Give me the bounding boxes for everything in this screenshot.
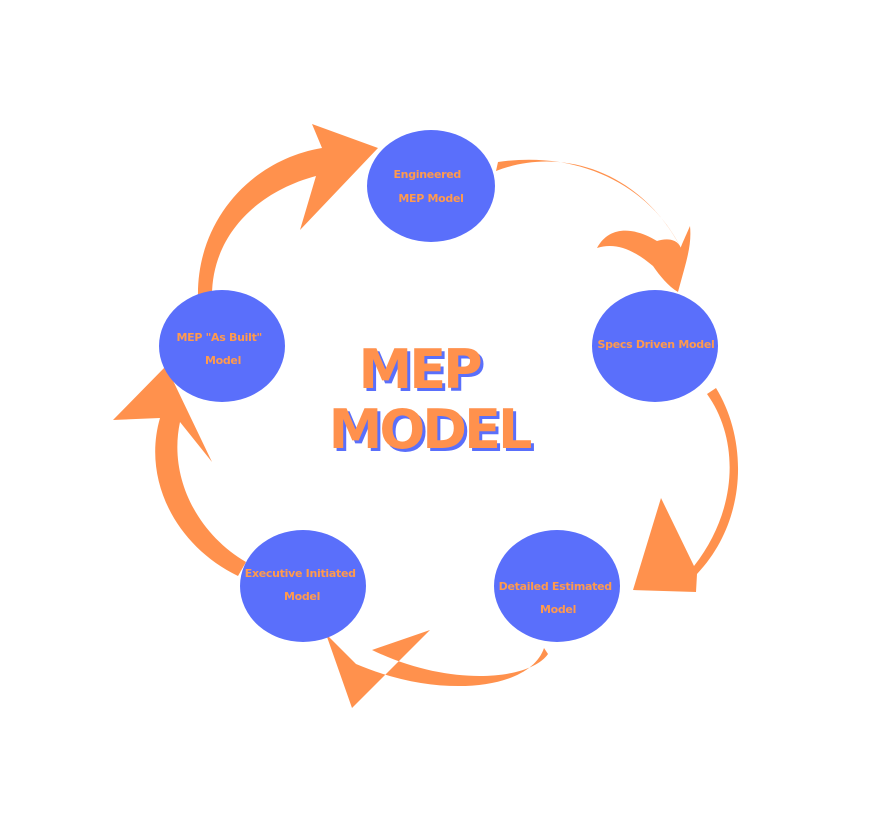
center-title-line-2: MODEL (329, 398, 531, 461)
center-title: MEP MODEL MEP MODEL (329, 338, 537, 464)
node-engineered-line-1: Engineered (393, 168, 461, 181)
center-title-shadow: MEP MODEL (332, 341, 534, 464)
node-detailed-estimated-label: Detailed Estimated Model (499, 580, 616, 616)
node-detailed-estimated-line-1: Detailed Estimated (499, 580, 612, 593)
cycle-nodes: Engineered MEP Model Specs Driven Model … (159, 130, 718, 642)
center-title-shadow-line-1: MEP (361, 341, 484, 404)
center-title-line-1: MEP (358, 338, 481, 401)
node-executive-initiated-label: Executive Initiated Model (245, 567, 359, 603)
node-specs-driven-circle (592, 290, 718, 402)
node-executive-initiated-circle (240, 530, 366, 642)
arrow-engineered-to-specs-driven (496, 159, 691, 292)
arrow-specs-driven-to-detailed-estimated (633, 388, 739, 592)
node-detailed-estimated-circle (494, 530, 620, 642)
cycle-arrows (113, 124, 739, 708)
node-detailed-estimated: Detailed Estimated Model (494, 530, 620, 642)
node-as-built-line-2: Model (205, 354, 241, 367)
node-executive-initiated: Executive Initiated Model (240, 530, 366, 642)
node-engineered: Engineered MEP Model (367, 130, 495, 242)
node-specs-driven-label: Specs Driven Model (598, 338, 715, 351)
center-title-shadow-line-2: MODEL (332, 401, 534, 464)
node-engineered-circle (367, 130, 495, 242)
node-executive-initiated-line-2: Model (284, 590, 320, 603)
node-specs-driven-line-1: Specs Driven Model (598, 338, 715, 351)
node-as-built-label: MEP "As Built" Model (176, 331, 265, 367)
node-as-built: MEP "As Built" Model (159, 290, 285, 402)
node-detailed-estimated-line-2: Model (540, 603, 576, 616)
node-executive-initiated-line-1: Executive Initiated (245, 567, 356, 580)
arrow-executive-initiated-to-as-built (113, 366, 246, 576)
arrow-as-built-to-engineered (197, 124, 378, 298)
center-title-text: MEP MODEL (329, 338, 531, 461)
node-engineered-line-2: MEP Model (398, 192, 463, 205)
node-as-built-circle (159, 290, 285, 402)
node-engineered-label: Engineered MEP Model (393, 168, 464, 205)
node-as-built-line-1: MEP "As Built" (176, 331, 262, 344)
arrow-detailed-estimated-to-executive-initiated (326, 630, 548, 708)
node-specs-driven: Specs Driven Model (592, 290, 718, 402)
